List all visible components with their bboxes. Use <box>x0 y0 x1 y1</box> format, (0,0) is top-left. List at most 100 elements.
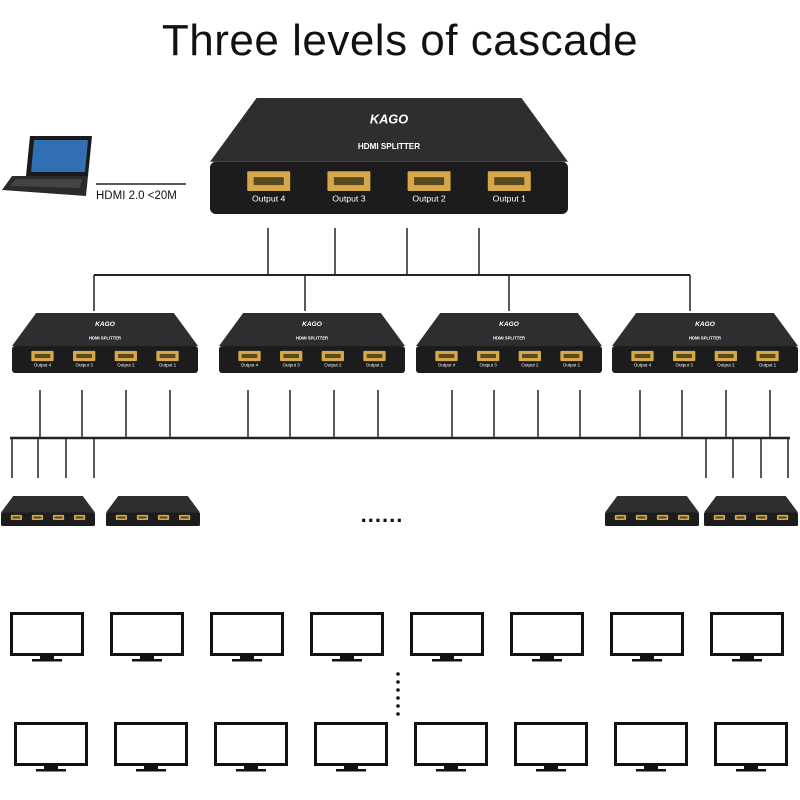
splitter-top <box>605 496 699 513</box>
hdmi-port-slot <box>715 516 724 519</box>
monitor-neck <box>640 656 654 659</box>
hdmi-port-slot <box>138 516 147 519</box>
monitor-foot <box>232 659 262 662</box>
monitor-screen <box>413 615 481 653</box>
monitor-screen <box>713 615 781 653</box>
splitter-front <box>1 512 95 526</box>
monitor-foot <box>332 659 362 662</box>
level-3-gap-dots: ...... <box>361 502 404 527</box>
monitor-screen <box>113 615 181 653</box>
diagram-title: Three levels of cascade <box>161 16 639 65</box>
monitor-neck <box>244 766 258 769</box>
hdmi-port-slot <box>241 353 258 359</box>
splitter-top <box>612 313 798 346</box>
rows-gap-dot <box>396 712 400 716</box>
hdmi-port-slot <box>118 353 134 359</box>
monitor-icon <box>314 722 388 772</box>
port-label: Output 1 <box>159 363 177 368</box>
port-label: Output 3 <box>676 363 694 368</box>
port-label: Output 2 <box>117 363 135 368</box>
monitor-screen <box>13 615 81 653</box>
splitter-top <box>12 313 198 346</box>
splitter-level-3 <box>106 496 200 526</box>
laptop-screen <box>31 140 88 172</box>
port-label: Output 4 <box>241 363 259 368</box>
hdmi-port-slot <box>253 177 284 186</box>
port-label: Output 3 <box>76 363 94 368</box>
splitter-model: HDMI SPLITTER <box>493 335 525 340</box>
monitor-screen <box>317 725 385 763</box>
monitor-screen <box>517 725 585 763</box>
port-label: Output 2 <box>324 363 342 368</box>
splitter-front <box>219 346 405 373</box>
hdmi-port-slot <box>12 516 21 519</box>
hdmi-port-slot <box>34 353 51 359</box>
monitor-icon <box>210 612 284 662</box>
hdmi-port-slot <box>75 516 84 519</box>
monitor-neck <box>344 766 358 769</box>
port-label: Output 2 <box>521 363 539 368</box>
port-label: Output 4 <box>634 363 652 368</box>
splitter-top <box>219 313 405 346</box>
splitter-level-3 <box>704 496 798 526</box>
splitter-front <box>704 512 798 526</box>
splitter-top <box>210 98 568 162</box>
monitor-foot <box>536 769 566 772</box>
monitor-neck <box>340 656 354 659</box>
monitor-icon <box>214 722 288 772</box>
hdmi-port-slot <box>366 353 383 359</box>
splitter-model: HDMI SPLITTER <box>689 335 721 340</box>
splitter-front <box>416 346 602 373</box>
splitter-top <box>416 313 602 346</box>
port-label: Output 1 <box>366 363 384 368</box>
hdmi-port-slot <box>76 353 92 359</box>
hdmi-port-slot <box>438 353 455 359</box>
hdmi-port-slot <box>117 516 126 519</box>
port-label: Output 2 <box>717 363 735 368</box>
hdmi-port-slot <box>159 353 176 359</box>
monitor-screen <box>613 615 681 653</box>
hdmi-port-slot <box>718 353 734 359</box>
port-label: Output 3 <box>283 363 301 368</box>
monitor-icon <box>10 612 84 662</box>
monitor-foot <box>632 659 662 662</box>
port-label: Output 1 <box>759 363 777 368</box>
monitor-neck <box>740 656 754 659</box>
monitor-foot <box>32 659 62 662</box>
monitor-neck <box>44 766 58 769</box>
hdmi-port-slot <box>658 516 667 519</box>
monitor-foot <box>236 769 266 772</box>
monitor-neck <box>744 766 758 769</box>
port-label: Output 3 <box>480 363 498 368</box>
monitor-foot <box>436 769 466 772</box>
monitor-neck <box>240 656 254 659</box>
monitor-neck <box>444 766 458 769</box>
monitor-screen <box>313 615 381 653</box>
monitor-neck <box>144 766 158 769</box>
splitter-top <box>704 496 798 513</box>
monitor-neck <box>540 656 554 659</box>
monitor-icon <box>614 722 688 772</box>
monitor-screen <box>117 725 185 763</box>
hdmi-port-slot <box>736 516 745 519</box>
hdmi-port-slot <box>33 516 42 519</box>
hdmi-port-slot <box>414 177 445 186</box>
monitor-screen <box>213 615 281 653</box>
monitor-icon <box>14 722 88 772</box>
rows-gap-dot <box>396 680 400 684</box>
monitor-screen <box>617 725 685 763</box>
hdmi-port-slot <box>563 353 580 359</box>
hdmi-port-slot <box>676 353 692 359</box>
monitor-foot <box>636 769 666 772</box>
hdmi-port-slot <box>757 516 766 519</box>
splitter-front <box>12 346 198 373</box>
monitor-icon <box>714 722 788 772</box>
port-label: Output 4 <box>252 193 285 203</box>
splitter-model: HDMI SPLITTER <box>358 142 420 151</box>
monitor-neck <box>140 656 154 659</box>
